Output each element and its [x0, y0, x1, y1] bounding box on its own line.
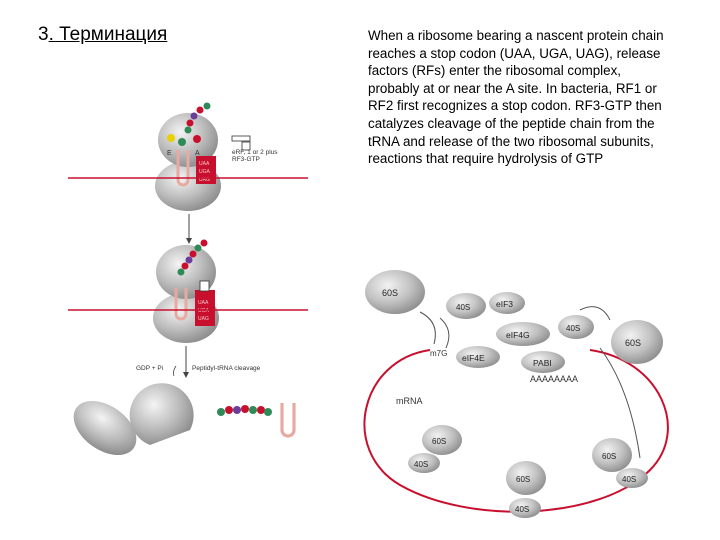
release-factor-box-step1: UAA UGA UAG — [196, 156, 216, 184]
release-factor-box-step2: UAA UGA UAG — [195, 280, 215, 326]
ribosome-60s-bottom — [506, 461, 546, 495]
step2-right-label: Peptidyl-tRNA cleavage — [192, 365, 261, 372]
eif3-factor — [489, 292, 525, 314]
mrna-label: mRNA — [396, 396, 423, 406]
site-e-label: E — [167, 150, 172, 157]
label-60s-bottom: 60S — [516, 475, 530, 484]
eif4e-factor — [456, 346, 500, 368]
nascent-peptide-step2 — [177, 239, 208, 276]
label-eif4g: eIF4G — [506, 330, 530, 340]
title-number: 3 — [38, 24, 49, 45]
ribosome-40s-top — [446, 293, 486, 319]
eif4g-factor — [496, 322, 550, 346]
cycle-arrow-center — [439, 317, 450, 349]
codon-label-2-1: UAA — [198, 300, 209, 306]
cycle-arrow-left — [419, 311, 436, 345]
label-eif4e: eIF4E — [462, 353, 485, 363]
codon-label-3: UAG — [199, 177, 210, 183]
step2-left-label: GDP + Pi — [136, 365, 163, 372]
gdp-release-arrow — [172, 365, 177, 377]
pabi-factor — [521, 351, 565, 373]
ribosome-cycle-diagram: mRNA 60S 40S eIF3 eIF4G 40S 60S m7G eIF4… — [363, 270, 669, 518]
step-arrow-1-head — [186, 238, 192, 244]
step-arrow-2-head — [183, 372, 189, 378]
ribosome-60s-top — [365, 270, 425, 314]
codon-label-2: UGA — [199, 169, 211, 175]
ribosome-60s-right-low — [592, 438, 632, 472]
label-polya: AAAAAAAA — [530, 374, 578, 384]
codon-label-1: UAA — [199, 161, 210, 167]
released-subunits — [73, 383, 194, 455]
label-40s-right: 40S — [566, 324, 580, 333]
ribosome-40s-right — [558, 315, 594, 339]
codon-label-2-2: UGA — [198, 308, 210, 314]
description-paragraph: When a ribosome bearing a nascent protei… — [368, 28, 664, 167]
label-60s-right-low: 60S — [602, 452, 616, 461]
ribosome-40s-right-low — [616, 468, 648, 488]
ribosome-60s-mid — [422, 425, 462, 455]
cycle-arrow-upper-right — [579, 306, 611, 321]
label-40s-top: 40S — [456, 303, 470, 312]
rf-label-line2: RF3-GTP — [232, 156, 260, 163]
label-60s-right: 60S — [625, 338, 641, 348]
label-40s-bottom: 40S — [515, 505, 529, 514]
ribosome-40s-bottom — [509, 498, 541, 518]
trna-step1 — [176, 150, 190, 187]
label-60s-mid: 60S — [432, 437, 446, 446]
ribosome-60s-right — [611, 320, 663, 364]
label-pabi: PABI — [533, 358, 552, 368]
p-site-marker — [178, 138, 186, 146]
trna-step2 — [174, 288, 188, 321]
ribosome-40s-left-low — [408, 453, 440, 473]
label-60s-top: 60S — [382, 288, 398, 298]
termination-diagram: E A UAA UGA UAG eRF, 1 or 2 plus RF3-GTP — [68, 102, 308, 455]
rf-label-line1: eRF, 1 or 2 plus — [232, 149, 278, 156]
label-m7g: m7G — [430, 349, 447, 358]
ribosome-step1 — [155, 113, 221, 211]
title-text: . Терминация — [48, 24, 168, 45]
rf-complex-icon — [231, 135, 251, 151]
codon-label-2-3: UAG — [198, 316, 209, 322]
nascent-peptide-step1 — [184, 102, 211, 134]
site-a-label: A — [195, 150, 200, 157]
label-40s-right-low: 40S — [622, 475, 636, 484]
a-site-marker — [193, 135, 201, 143]
slide-title: 3. Терминация — [38, 24, 167, 46]
label-eif3: eIF3 — [496, 299, 513, 309]
released-trna — [280, 403, 296, 438]
e-site-marker — [167, 134, 175, 142]
released-peptide — [217, 405, 272, 416]
cycle-arrow-right — [599, 347, 641, 459]
label-40s-left-low: 40S — [414, 460, 428, 469]
